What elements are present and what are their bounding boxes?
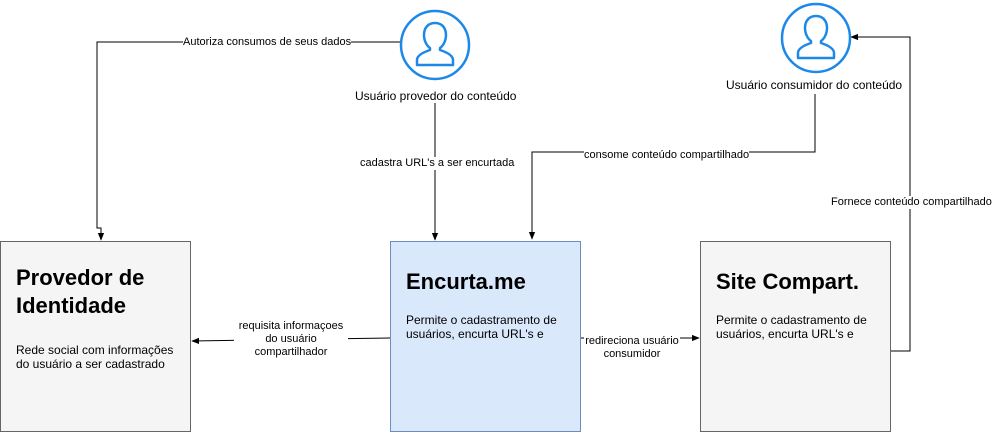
box-description: Rede social com informações do usuário a… [16,343,174,371]
edge-provide[interactable] [850,33,911,352]
edge-label-register-url: cadastra URL's a ser encurtada [360,157,515,170]
box-title: Site Compart. [716,269,860,294]
edge-label-redirect: redireciona usuário consumidor [584,335,680,361]
edge-label-consume: consome conteúdo compartilhado [584,149,750,162]
box-title: Encurta.me [406,269,526,294]
box-description: Permite o cadastramento de usuários, enc… [716,313,867,341]
user-icon[interactable] [399,9,471,81]
edge-label-provide: Fornece conteúdo compartilhado [831,196,992,209]
shared-site-box[interactable]: Site Compart. Permite o cadastramento de… [700,241,891,432]
encurta-box[interactable]: Encurta.me Permite o cadastramento de us… [390,241,581,432]
actor-provider-name: Usuário provedor do conteúdo [355,89,517,103]
user-icon[interactable] [780,2,852,74]
box-description: Permite o cadastramento de usuários, enc… [406,313,557,341]
edge-label-request-info: requisita informaçoes do usuário compart… [234,320,348,359]
box-title: Provedor de Identidade [16,265,145,318]
edge-label-authorize: Autoriza consumos de seus dados [183,36,352,49]
edge-authorize[interactable] [96,41,400,241]
actor-consumer-name: Usuário consumidor do conteúdo [726,78,903,92]
edge-consume[interactable] [528,94,816,240]
identity-provider-box[interactable]: Provedor de Identidade Rede social com i… [0,241,191,432]
